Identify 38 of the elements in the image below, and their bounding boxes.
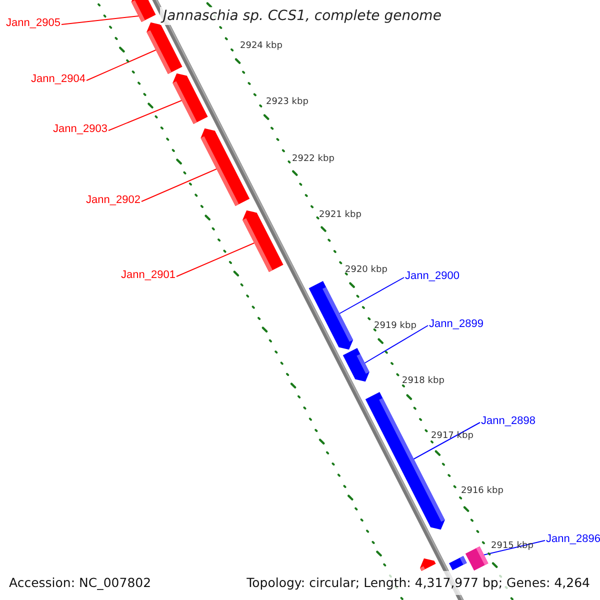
scale-label: 2918 kbp xyxy=(402,376,444,387)
leader-line xyxy=(86,50,156,81)
scale-label: 2921 kbp xyxy=(319,210,362,221)
genome-info: Topology: circular; Length: 4,317,977 bp; Genes: 4,264 xyxy=(246,575,590,590)
gene-block xyxy=(172,73,208,124)
gene-label: Jann_2903 xyxy=(53,123,108,136)
gene-block xyxy=(420,558,436,571)
leader-line xyxy=(61,16,139,25)
scale-label: 2920 kbp xyxy=(345,265,388,276)
leader-line xyxy=(413,422,480,460)
gene-block xyxy=(146,22,182,74)
scale-label: 2916 kbp xyxy=(461,486,504,497)
gene-block xyxy=(449,556,467,570)
gene-label: Jann_2902 xyxy=(86,194,140,207)
leader-line xyxy=(108,100,182,131)
gene-block xyxy=(200,128,250,206)
scale-label: 2924 kbp xyxy=(240,41,282,52)
gene-block xyxy=(242,210,284,272)
gene-label: Jann_2905 xyxy=(6,17,60,30)
gene-label: Jann_2904 xyxy=(31,73,86,86)
gene-block xyxy=(342,348,370,382)
gene-label: Jann_2896 xyxy=(546,533,600,546)
gene-block xyxy=(308,281,354,350)
gene-block xyxy=(131,0,156,22)
scale-label: 2923 kbp xyxy=(266,97,308,108)
scale-label: 2917 kbp xyxy=(431,431,474,442)
scale-label: 2919 kbp xyxy=(374,321,416,332)
leader-line xyxy=(141,168,217,202)
scale-label: 2922 kbp xyxy=(292,154,334,165)
gene-label: Jann_2901 xyxy=(121,269,176,282)
gene-label: Jann_2899 xyxy=(429,318,484,331)
gene-label: Jann_2898 xyxy=(481,415,536,428)
leader-line xyxy=(364,325,428,364)
genome-info: Accession: NC_007802 xyxy=(9,575,152,590)
leader-line xyxy=(339,277,404,314)
leader-line xyxy=(176,242,255,277)
gene-label: Jann_2900 xyxy=(405,270,460,283)
gene-block xyxy=(465,546,488,571)
